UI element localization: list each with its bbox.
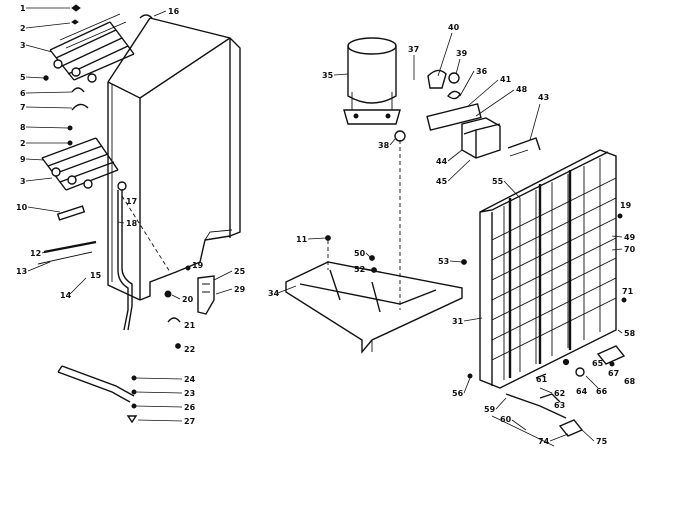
callout-19b: 19: [620, 201, 632, 210]
relay-overload: [394, 69, 541, 159]
callout-35: 35: [322, 71, 334, 80]
callout-74: 74: [538, 437, 550, 446]
callout-52: 52: [354, 265, 365, 274]
upper-evaporator-coil: [49, 13, 135, 83]
callout-61: 61: [536, 375, 548, 384]
callout-44: 44: [436, 157, 448, 166]
callout-62: 62: [554, 389, 565, 398]
callout-13: 13: [16, 267, 27, 276]
callout-3: 3: [20, 41, 26, 50]
callout-70: 70: [624, 245, 636, 254]
callout-49: 49: [624, 233, 636, 242]
callout-10: 10: [16, 203, 28, 212]
callout-15: 15: [90, 271, 102, 280]
callout-43: 43: [538, 93, 549, 102]
callout-18: 18: [126, 219, 138, 228]
callout-40: 40: [448, 23, 460, 32]
condenser: [479, 149, 617, 389]
callout-24: 24: [184, 375, 196, 384]
label-group: 1 2 3 5 6 7 8 2 9 3 10 12 13 14 15 16 17…: [16, 4, 636, 447]
callout-27: 27: [184, 417, 195, 426]
lower-evaporator-coil: [41, 137, 119, 191]
callout-41: 41: [500, 75, 512, 84]
callout-29: 29: [234, 285, 246, 294]
callout-20: 20: [182, 295, 194, 304]
callout-16: 16: [168, 7, 180, 16]
callout-63: 63: [554, 401, 565, 410]
callout-6: 6: [20, 89, 26, 98]
callout-2b: 2: [20, 139, 26, 148]
callout-50: 50: [354, 249, 366, 258]
callout-11: 11: [296, 235, 308, 244]
cabinet-liner: [107, 17, 241, 301]
callout-9: 9: [20, 155, 26, 164]
compressor: [343, 37, 401, 125]
centerlines: [121, 140, 401, 310]
callout-26: 26: [184, 403, 196, 412]
callout-36: 36: [476, 67, 488, 76]
callout-14: 14: [60, 291, 72, 300]
callout-23: 23: [184, 389, 195, 398]
callout-34: 34: [268, 289, 280, 298]
base-pan: [285, 235, 467, 354]
lower-left-tube: [57, 365, 138, 424]
callout-53: 53: [438, 257, 449, 266]
callout-8: 8: [20, 123, 26, 132]
callout-37: 37: [408, 45, 419, 54]
callout-12: 12: [30, 249, 41, 258]
callout-38: 38: [378, 141, 390, 150]
callout-66: 66: [596, 387, 608, 396]
callout-3b: 3: [20, 177, 26, 186]
callout-31: 31: [452, 317, 464, 326]
callout-2: 2: [20, 24, 26, 33]
callout-7: 7: [20, 103, 26, 112]
callout-75: 75: [596, 437, 608, 446]
callout-25: 25: [234, 267, 246, 276]
callout-19a: 19: [192, 261, 204, 270]
hinge-parts: [164, 265, 215, 349]
callout-64: 64: [576, 387, 588, 396]
callout-60: 60: [500, 415, 512, 424]
callout-59: 59: [484, 405, 496, 414]
callout-22: 22: [184, 345, 195, 354]
callout-58: 58: [624, 329, 636, 338]
callout-5: 5: [20, 73, 26, 82]
callout-68: 68: [624, 377, 636, 386]
callout-56: 56: [452, 389, 464, 398]
callout-39: 39: [456, 49, 468, 58]
callout-67: 67: [608, 369, 619, 378]
callout-48: 48: [516, 85, 528, 94]
left-fasteners: [37, 4, 153, 265]
callout-45: 45: [436, 177, 448, 186]
callout-55: 55: [492, 177, 504, 186]
callout-65: 65: [592, 359, 604, 368]
callout-17: 17: [126, 197, 137, 206]
drain-tube: [117, 181, 133, 331]
callout-71: 71: [622, 287, 634, 296]
callout-1: 1: [20, 4, 26, 13]
callout-21: 21: [184, 321, 196, 330]
